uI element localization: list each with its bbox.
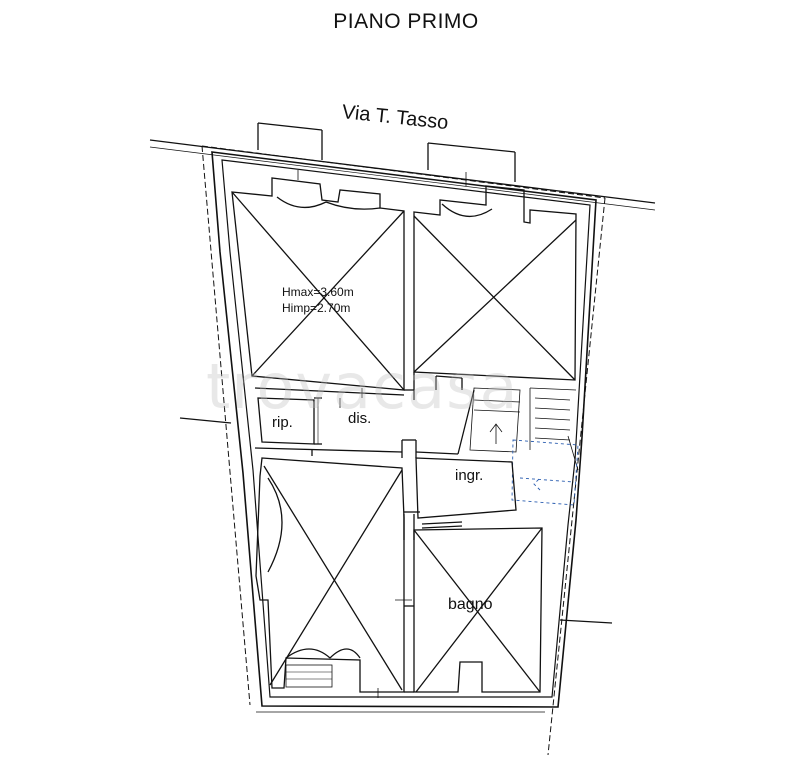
room-ingr xyxy=(404,457,517,529)
plan-title: PIANO PRIMO xyxy=(333,10,479,33)
room-bagno xyxy=(403,514,543,693)
label-dis: dis. xyxy=(348,410,372,427)
room-top-right xyxy=(413,185,577,381)
label-height-max: Hmax=3.60m xyxy=(282,285,354,299)
room-bottom-left xyxy=(255,457,405,693)
balcony-right xyxy=(427,142,516,182)
room-rip xyxy=(257,397,322,445)
property-boundary-dashed xyxy=(201,145,606,756)
corridor-walls xyxy=(254,372,475,458)
label-rip: rip. xyxy=(272,414,293,431)
balcony-left xyxy=(257,122,323,160)
door-ticks xyxy=(297,170,467,698)
outer-wall-inner xyxy=(221,159,591,698)
label-ingr: ingr. xyxy=(455,467,484,484)
stairs-dashed xyxy=(511,439,579,506)
watermark: trovacasa xyxy=(206,350,519,423)
label-height-imp: Himp=2.70m xyxy=(282,301,351,315)
label-bagno: bagno xyxy=(448,596,493,613)
street-line-bottom xyxy=(149,146,656,211)
outer-wall xyxy=(211,151,597,708)
